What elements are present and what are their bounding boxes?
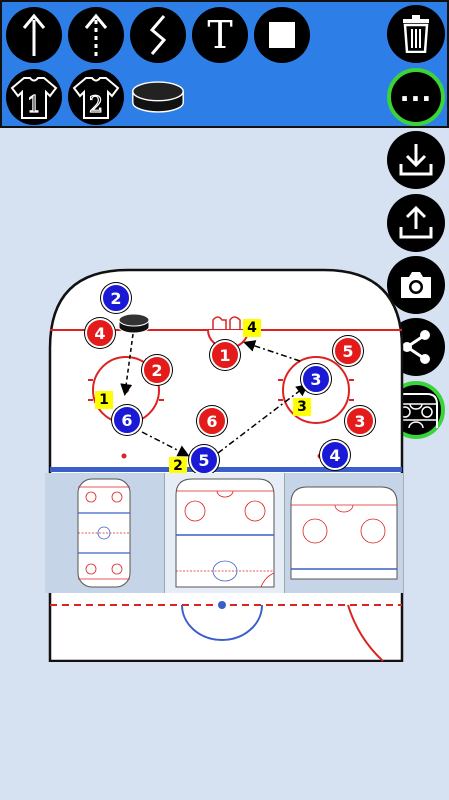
rink-layout-picker	[45, 473, 403, 593]
jersey-number: 2	[89, 93, 103, 118]
jersey-team-1-tool[interactable]: 1	[6, 69, 62, 125]
more-button[interactable]: ...	[387, 68, 445, 126]
share-icon	[402, 330, 430, 364]
label-tag[interactable]: 1	[95, 391, 113, 409]
jersey-team-2-tool[interactable]: 2	[68, 69, 124, 125]
rink-option-zone[interactable]	[285, 473, 403, 593]
text-icon: T	[207, 13, 233, 57]
jersey-icon: 1	[10, 77, 58, 119]
blue-player[interactable]: 6	[112, 405, 142, 435]
player-number: 5	[342, 341, 354, 361]
player-number: 5	[198, 450, 210, 470]
label-tag-text: 3	[297, 399, 307, 415]
trash-icon	[403, 15, 429, 53]
full-rink-thumbnail	[77, 478, 131, 588]
half-rink-thumbnail	[175, 478, 275, 588]
jersey-number: 1	[27, 93, 41, 118]
player-number: 6	[206, 411, 218, 431]
square-icon	[269, 22, 295, 48]
label-tag-text: 2	[173, 458, 183, 474]
jersey-icon: 2	[72, 77, 120, 119]
player-number: 1	[219, 345, 231, 365]
dashed-arrow-tool[interactable]	[68, 7, 124, 63]
download-button[interactable]	[387, 131, 445, 189]
solid-arrow-tool[interactable]	[6, 7, 62, 63]
player-number: 4	[94, 323, 106, 343]
pass-arrow[interactable]	[243, 340, 301, 362]
pass-arrow[interactable]	[141, 431, 190, 457]
camera-button[interactable]	[387, 256, 445, 314]
pass-arrow[interactable]	[120, 333, 134, 396]
red-player[interactable]: 5	[333, 336, 363, 366]
blue-player[interactable]: 5	[189, 445, 219, 475]
text-tool[interactable]: T	[192, 7, 248, 63]
player-number: 6	[121, 410, 133, 430]
blue-player[interactable]: 4	[320, 440, 350, 470]
player-number: 3	[310, 369, 322, 389]
player-number: 2	[151, 360, 163, 380]
zone-rink-thumbnail	[290, 486, 398, 580]
player-number: 3	[354, 411, 366, 431]
red-player[interactable]: 6	[197, 406, 227, 436]
rink-option-half[interactable]	[165, 473, 285, 593]
player-number: 4	[329, 445, 341, 465]
more-icon: ...	[399, 78, 433, 108]
trash-button[interactable]	[387, 5, 445, 63]
rectangle-tool[interactable]	[254, 7, 310, 63]
label-tag-text: 4	[247, 320, 257, 336]
puck-icon	[132, 81, 184, 113]
label-tag[interactable]: 2	[169, 457, 187, 475]
player-number: 2	[110, 288, 122, 308]
label-tag-text: 1	[99, 392, 109, 408]
wave-line-icon	[149, 15, 167, 55]
camera-icon	[401, 272, 431, 298]
upload-icon	[399, 205, 433, 239]
red-player[interactable]: 3	[345, 406, 375, 436]
puck-tool[interactable]	[130, 69, 186, 125]
dashed-arrow-icon	[84, 13, 108, 56]
blue-player[interactable]: 3	[301, 364, 331, 394]
wave-arrow-tool[interactable]	[130, 7, 186, 63]
solid-arrow-icon	[22, 13, 46, 56]
red-player[interactable]: 2	[142, 355, 172, 385]
pass-arrow[interactable]	[217, 384, 309, 454]
rink-option-full[interactable]	[45, 473, 165, 593]
download-icon	[399, 144, 433, 176]
upload-button[interactable]	[387, 194, 445, 252]
red-player[interactable]: 1	[210, 340, 240, 370]
label-tag[interactable]: 4	[243, 319, 261, 337]
red-player[interactable]: 4	[85, 318, 115, 348]
label-tag[interactable]: 3	[293, 398, 311, 416]
blue-player[interactable]: 2	[101, 283, 131, 313]
puck-token[interactable]	[118, 313, 150, 335]
toolbar: T 1 2	[0, 0, 449, 128]
